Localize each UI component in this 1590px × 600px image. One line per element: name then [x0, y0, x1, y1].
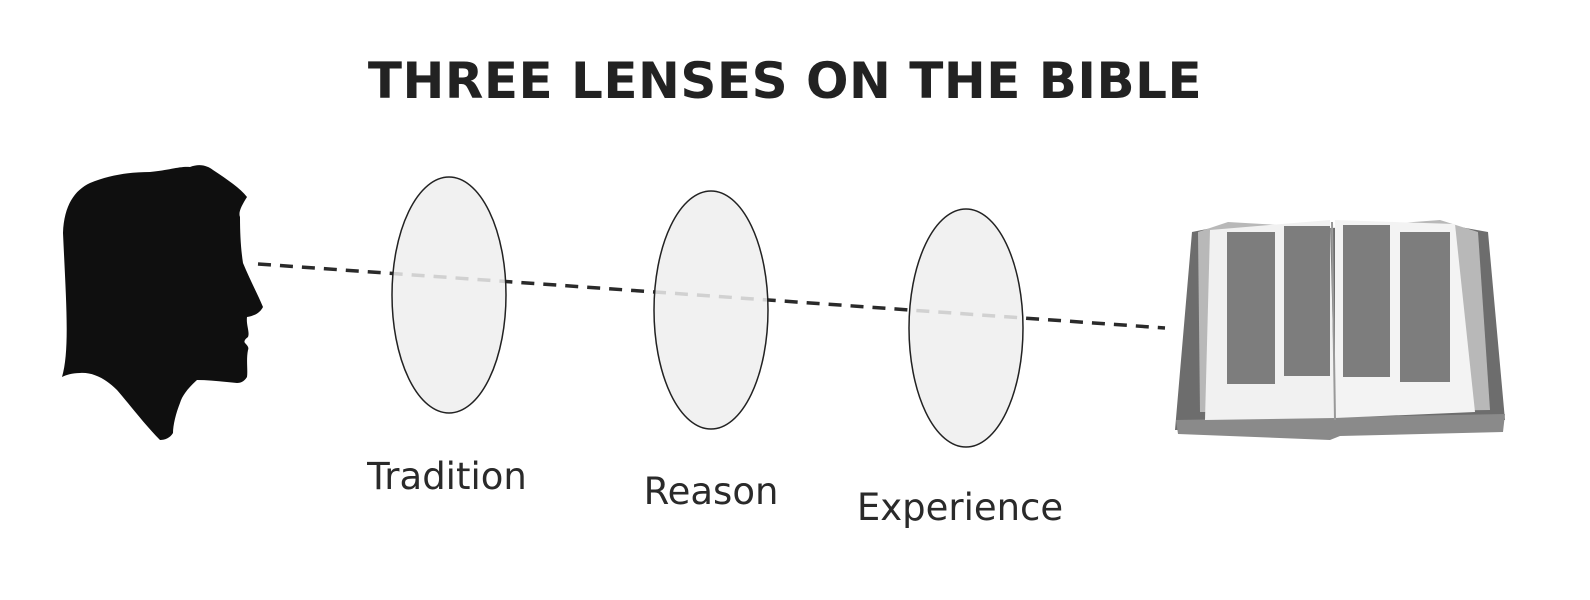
lens-label-tradition: Tradition: [367, 455, 527, 498]
lens-label-reason: Reason: [643, 470, 779, 513]
lens-label-experience: Experience: [856, 486, 1064, 529]
lens-tradition: [391, 176, 507, 414]
lens-experience: [908, 208, 1024, 448]
open-bible-icon: [1175, 220, 1505, 440]
head-silhouette-icon: [62, 165, 263, 440]
diagram-title: THREE LENSES ON THE BIBLE: [367, 52, 1203, 110]
lens-reason: [653, 190, 769, 430]
